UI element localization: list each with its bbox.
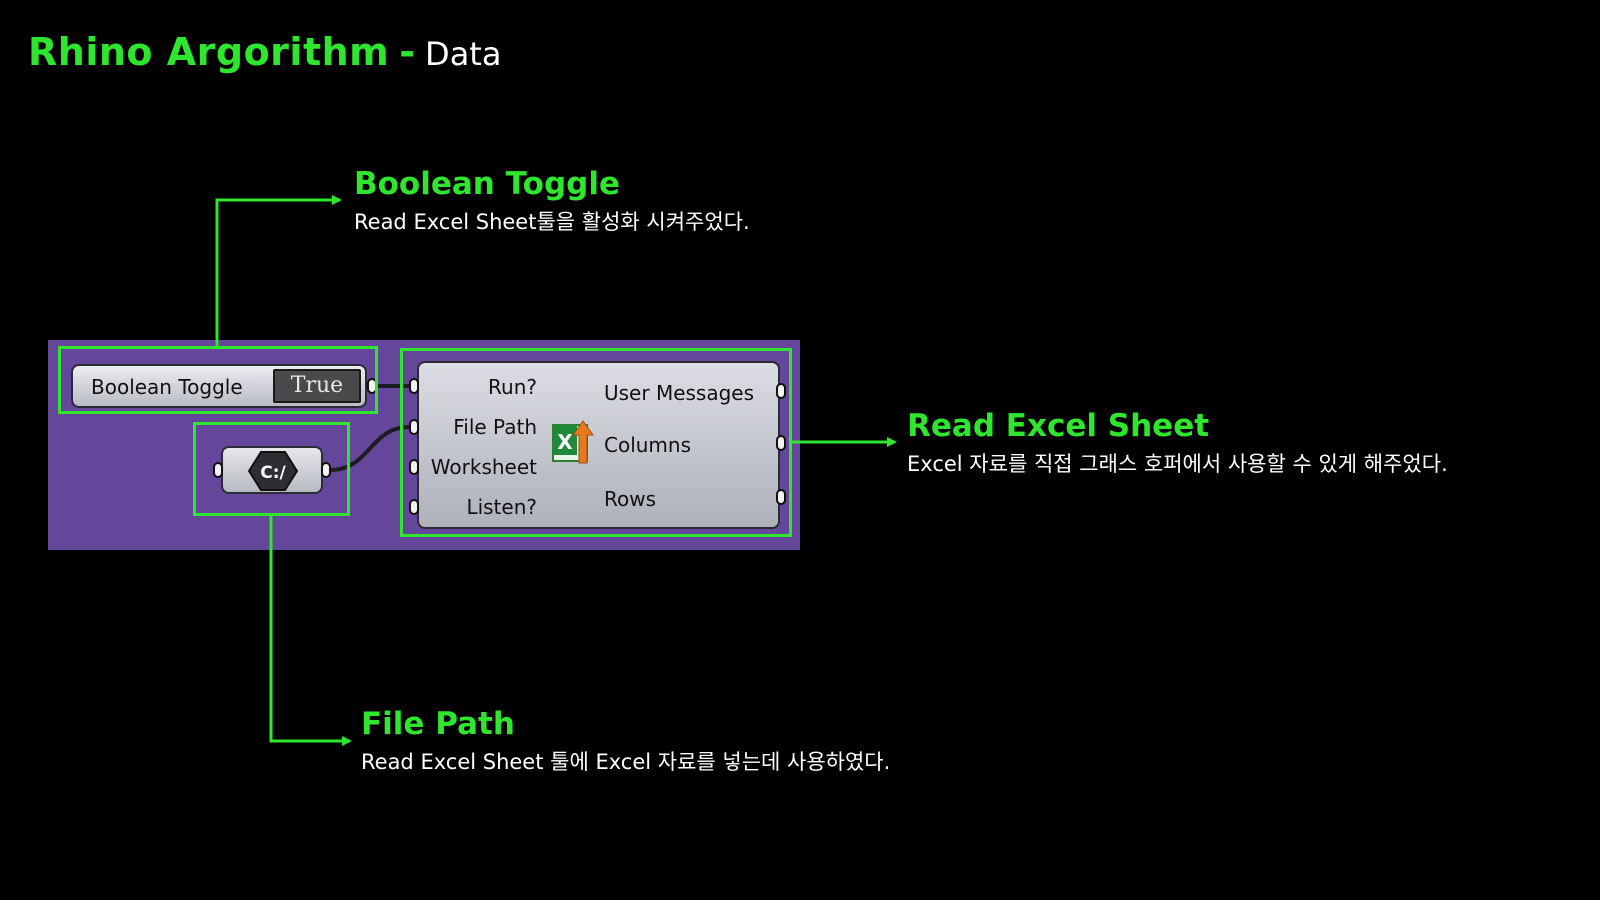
input-grip-worksheet[interactable]	[409, 459, 419, 475]
filepath-output-grip[interactable]	[321, 462, 331, 478]
title-separator: -	[399, 30, 416, 74]
annotation-boolean-toggle-desc: Read Excel Sheet툴을 활성화 시켜주었다.	[354, 210, 750, 234]
callout-arrow-boolean-toggle	[215, 195, 342, 346]
highlight-read-excel-sheet	[400, 348, 792, 537]
annotation-boolean-toggle: Boolean Toggle Read Excel Sheet툴을 활성화 시켜…	[354, 166, 750, 236]
annotation-read-excel-desc: Excel 자료를 직접 그래스 호퍼에서 사용할 수 있게 해주었다.	[907, 452, 1448, 476]
annotation-boolean-toggle-title: Boolean Toggle	[354, 166, 621, 202]
highlight-boolean-toggle	[58, 346, 378, 414]
excel-icon: X	[552, 420, 594, 464]
input-worksheet[interactable]: Worksheet	[430, 455, 537, 479]
boolean-toggle-value[interactable]: True	[273, 369, 361, 403]
input-grip-run[interactable]	[409, 378, 419, 394]
annotation-file-path-title: File Path	[361, 706, 515, 742]
output-rows[interactable]: Rows	[604, 487, 657, 511]
boolean-toggle-component[interactable]: Boolean Toggle True	[71, 364, 367, 408]
file-path-icon: C:/	[247, 451, 299, 491]
boolean-toggle-label: Boolean Toggle	[91, 375, 243, 399]
highlight-file-path	[193, 422, 350, 516]
slide-title: Rhino Argorithm-Data	[28, 30, 501, 74]
slide-subtitle: Data	[425, 35, 502, 73]
output-columns[interactable]: Columns	[604, 433, 692, 457]
svg-text:X: X	[557, 430, 573, 454]
input-listen[interactable]: Listen?	[466, 495, 537, 519]
file-path-icon-text: C:/	[260, 463, 286, 483]
callout-arrow-file-path	[269, 516, 352, 746]
input-run[interactable]: Run?	[488, 375, 537, 399]
input-grip-listen[interactable]	[409, 499, 419, 515]
input-file-path[interactable]: File Path	[453, 415, 537, 439]
output-grip-user-messages[interactable]	[776, 383, 786, 399]
annotation-read-excel: Read Excel Sheet Excel 자료를 직접 그래스 호퍼에서 사…	[907, 408, 1448, 478]
annotation-file-path-desc: Read Excel Sheet 툴에 Excel 자료를 넣는데 사용하였다.	[361, 750, 891, 774]
output-user-messages[interactable]: User Messages	[604, 381, 755, 405]
wire-filepath-filepath	[329, 425, 410, 472]
annotation-file-path: File Path Read Excel Sheet 툴에 Excel 자료를 …	[361, 706, 890, 776]
read-excel-sheet-component[interactable]: Run? File Path Worksheet Listen? X User …	[417, 361, 780, 529]
annotation-read-excel-title: Read Excel Sheet	[907, 408, 1210, 444]
file-path-component[interactable]: C:/	[221, 446, 323, 494]
input-grip-file-path[interactable]	[409, 419, 419, 435]
slide-title-main: Rhino Argorithm	[28, 30, 390, 74]
output-grip-rows[interactable]	[776, 489, 786, 505]
output-grip-columns[interactable]	[776, 435, 786, 451]
filepath-input-grip[interactable]	[213, 462, 223, 478]
